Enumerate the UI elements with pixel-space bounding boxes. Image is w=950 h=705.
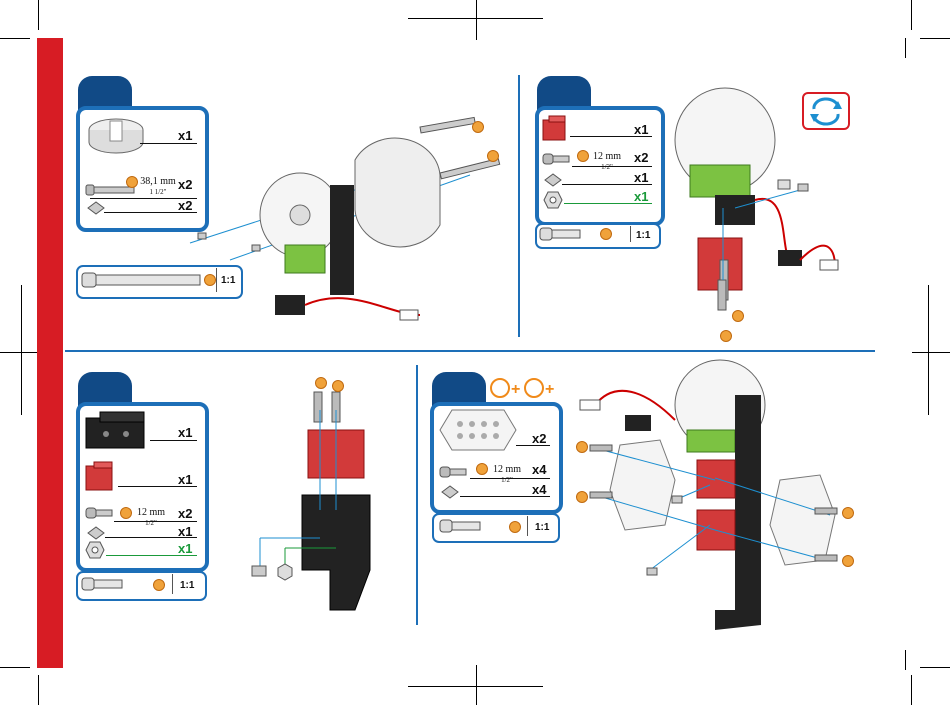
row-divider [65,350,875,352]
column-divider [518,75,520,337]
scale-ratio: 1:1 [636,230,650,241]
assembly-illustration [575,360,865,640]
crop-mark [911,0,912,30]
screw-scale-icon [440,519,482,533]
part-badge [720,330,732,342]
screw-scale-icon [540,227,582,241]
column-divider [416,365,418,625]
crop-mark [38,0,39,30]
part-badge [120,507,132,519]
header-icons: + + [489,377,559,399]
registration-mark [476,0,477,40]
svg-text:+: + [545,381,554,398]
black-bracket-icon [86,412,148,450]
scale-separator [527,516,528,536]
circle-plus-icon [491,379,509,397]
part-badge [842,507,854,519]
bolt-scale-icon [82,272,202,288]
square-nut-icon [442,486,458,498]
part-qty: x2 [178,506,192,521]
part-badge [842,555,854,567]
scale-separator [172,574,173,594]
qty-underline [572,166,652,167]
svg-text:+: + [511,381,520,398]
crop-mark [905,650,906,670]
part-qty: x1 [178,425,192,440]
part-badge [576,491,588,503]
crop-mark [0,38,30,39]
screw-scale-icon [82,577,124,591]
part-qty: x1 [178,541,192,556]
part-badge [732,310,744,322]
registration-mark [21,285,22,415]
crop-mark [920,38,950,39]
part-qty: x1 [634,170,648,185]
qty-underline [150,440,197,441]
lock-nut-icon [86,542,104,558]
round-housing-icon [86,116,146,154]
registration-mark [912,352,950,353]
part-badge [153,579,165,591]
screw-icon [440,465,468,479]
part-qty: x1 [634,122,648,137]
part-qty: x2 [634,150,648,165]
part-badge [576,441,588,453]
registration-mark [928,285,929,415]
registration-mark [0,352,38,353]
part-qty: x1 [178,472,192,487]
octagon-plate-icon [440,410,516,450]
part-badge [509,521,521,533]
crop-mark [38,675,39,705]
part-badge [472,121,484,133]
part-qty: x4 [532,482,546,497]
qty-underline [140,143,197,144]
part-badge [600,228,612,240]
part-qty: x1 [178,524,192,539]
registration-mark [476,665,477,705]
part-qty: x2 [532,431,546,446]
square-nut-icon [88,527,104,539]
page-edge-band [37,38,63,668]
part-qty: x1 [634,189,648,204]
qty-underline [470,478,550,479]
scale-separator [630,226,631,242]
circle-plus-icon [525,379,543,397]
red-bracket-icon [86,462,116,492]
part-qty: x4 [532,462,546,477]
part-badge [315,377,327,389]
part-badge [577,150,589,162]
qty-underline [114,521,197,522]
part-badge [126,176,138,188]
crop-mark [0,667,30,668]
red-bracket-icon [543,116,569,142]
assembly-illustration [660,80,860,330]
crop-mark [905,38,906,58]
lock-nut-icon [544,192,562,208]
screw-icon [543,152,571,166]
crop-mark [920,667,950,668]
part-badge [332,380,344,392]
part-badge [476,463,488,475]
assembly-illustration [190,115,510,340]
scale-ratio: 1:1 [535,522,549,533]
assembly-illustration [230,370,400,620]
square-nut-icon [88,202,104,214]
crop-mark [911,675,912,705]
square-nut-icon [545,174,561,186]
scale-ratio: 1:1 [180,580,194,591]
screw-icon [86,506,114,520]
part-badge [487,150,499,162]
